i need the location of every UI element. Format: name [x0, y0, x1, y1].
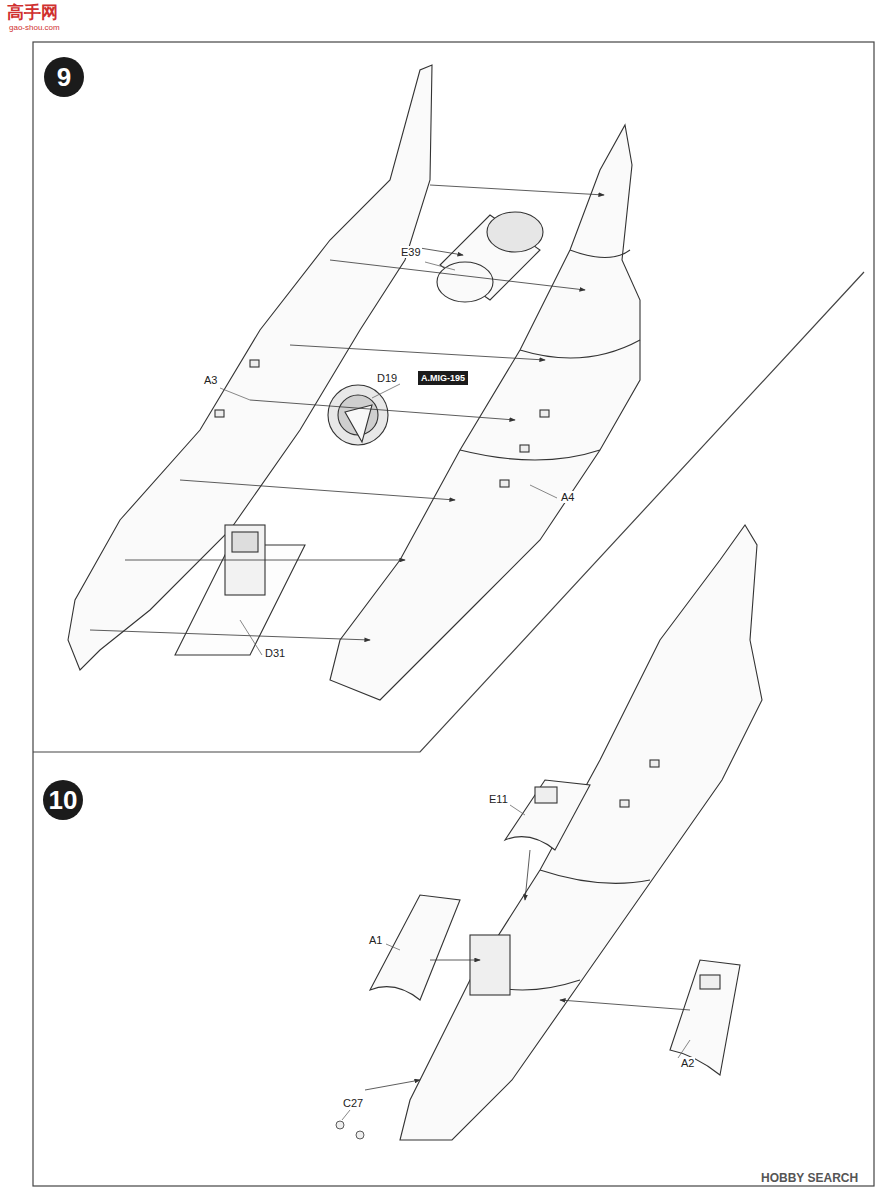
step-number: 10: [43, 780, 83, 820]
assembly-arrows-10: [365, 850, 690, 1090]
part-number: E11: [488, 793, 509, 805]
parts-e11-a1-a2: [370, 780, 740, 1075]
fuselage-halves: [68, 65, 640, 700]
part-number: C27: [342, 1097, 364, 1109]
step-number-text: 10: [49, 785, 78, 816]
part-number: A2: [680, 1057, 695, 1069]
part-number: D19: [376, 372, 398, 384]
part-number: A4: [560, 491, 575, 503]
watermark: 高手网: [6, 4, 59, 23]
part-number: A3: [203, 374, 218, 386]
step-number: 9: [44, 57, 84, 97]
watermark: HOBBY SEARCH: [760, 1172, 859, 1185]
engine-face: [328, 385, 388, 445]
page-frame: [33, 42, 874, 1186]
paint-code-tag-text: A.MIG-195: [421, 373, 465, 383]
exhaust-cylinder: [437, 212, 543, 302]
watermark: gao-shou.com: [8, 24, 61, 33]
small-parts-c27: [336, 1121, 364, 1139]
part-number: E39: [400, 246, 422, 258]
step-number-text: 9: [57, 62, 71, 93]
assembly-arrows: [90, 185, 604, 640]
part-number: D31: [264, 647, 286, 659]
assembled-fuselage: [400, 525, 762, 1140]
paint-code-tag: A.MIG-195: [418, 371, 468, 385]
leader-lines: [220, 262, 690, 1120]
part-number: A1: [368, 934, 383, 946]
